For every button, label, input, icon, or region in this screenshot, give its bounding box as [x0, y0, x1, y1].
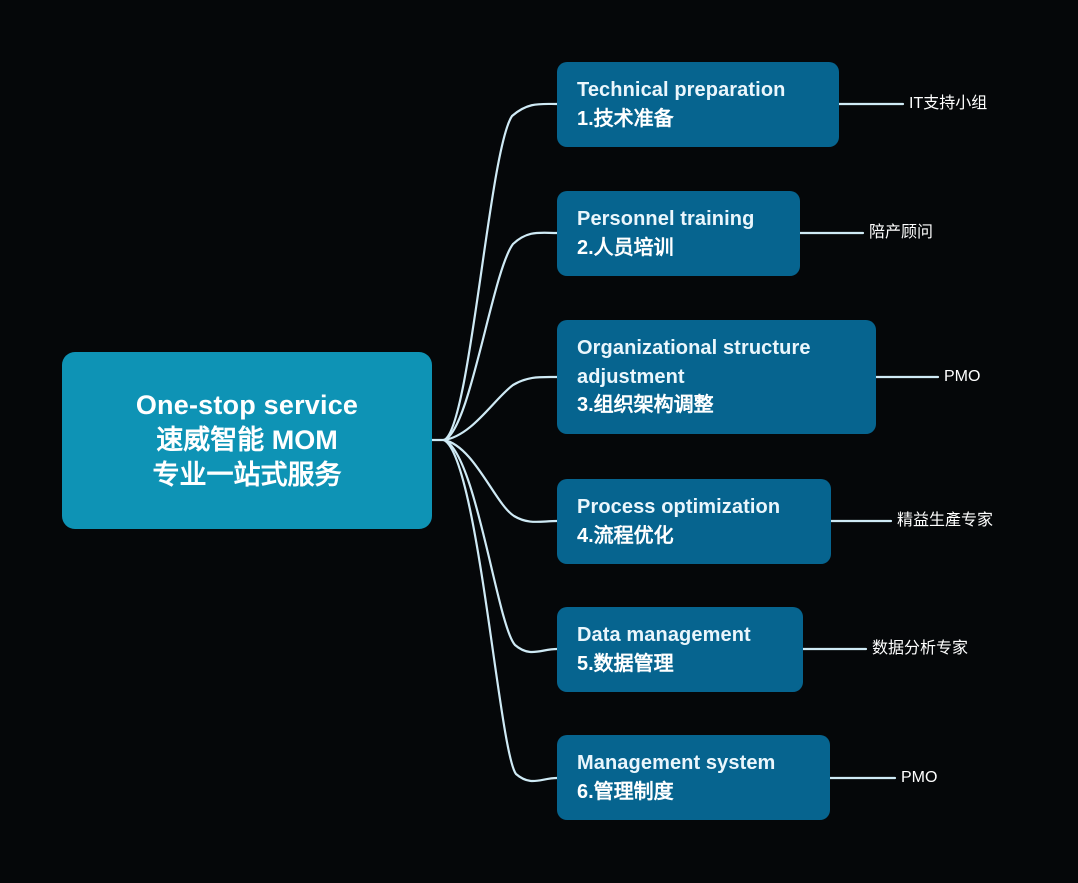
edge-to-branch-2 — [442, 231, 559, 442]
branch-label-en: Organizational structure adjustment — [577, 336, 811, 388]
center-title-cn1: 速威智能 MOM — [156, 424, 338, 455]
edge-to-branch-3 — [442, 375, 559, 442]
branch-label-en: Technical preparation — [577, 78, 786, 101]
branch-node-process-optimization[interactable]: Process optimization 4.流程优化 — [557, 479, 831, 564]
center-title-cn2: 专业一站式服务 — [152, 460, 342, 491]
branch-node-management-system[interactable]: Management system 6.管理制度 — [557, 735, 830, 820]
edge-to-branch-6 — [442, 438, 559, 783]
branch-node-data-management[interactable]: Data management 5.数据管理 — [557, 607, 803, 692]
branch-label-cn: 6.管理制度 — [577, 780, 674, 803]
branch-label-cn: 5.数据管理 — [577, 652, 674, 675]
leaf-label-organizational-structure-adjustment: PMO — [944, 368, 981, 385]
edge-to-branch-1 — [442, 102, 559, 442]
edge-to-branch-5 — [442, 438, 559, 654]
branch-label-cn: 2.人员培训 — [577, 236, 674, 259]
center-title-en: One-stop service — [135, 389, 359, 420]
leaf-label-personnel-training: 陪产顾问 — [869, 224, 934, 241]
center-node[interactable]: One-stop service 速威智能 MOM 专业一站式服务 — [62, 352, 432, 529]
branch-label-en: Management system — [577, 751, 776, 774]
leaf-label-technical-preparation: IT支持小组 — [909, 95, 988, 112]
branch-label-en: Process optimization — [577, 495, 781, 518]
branch-label-en: Personnel training — [577, 207, 755, 230]
branch-label-cn: 1.技术准备 — [577, 107, 674, 130]
leaf-label-management-system: PMO — [901, 769, 938, 786]
branch-node-technical-preparation[interactable]: Technical preparation 1.技术准备 — [557, 62, 839, 147]
branch-label-cn: 3.组织架构调整 — [577, 394, 714, 417]
branch-node-personnel-training[interactable]: Personnel training 2.人员培训 — [557, 191, 800, 276]
leaf-label-process-optimization: 精益生產专家 — [897, 512, 994, 529]
branch-node-organizational-structure-adjustment[interactable]: Organizational structure adjustment 3.组织… — [557, 320, 876, 434]
branch-label-en: Data management — [577, 623, 751, 646]
edge-to-branch-4 — [442, 438, 559, 523]
leaf-label-data-management: 数据分析专家 — [872, 640, 969, 657]
branch-label-cn: 4.流程优化 — [577, 524, 674, 547]
